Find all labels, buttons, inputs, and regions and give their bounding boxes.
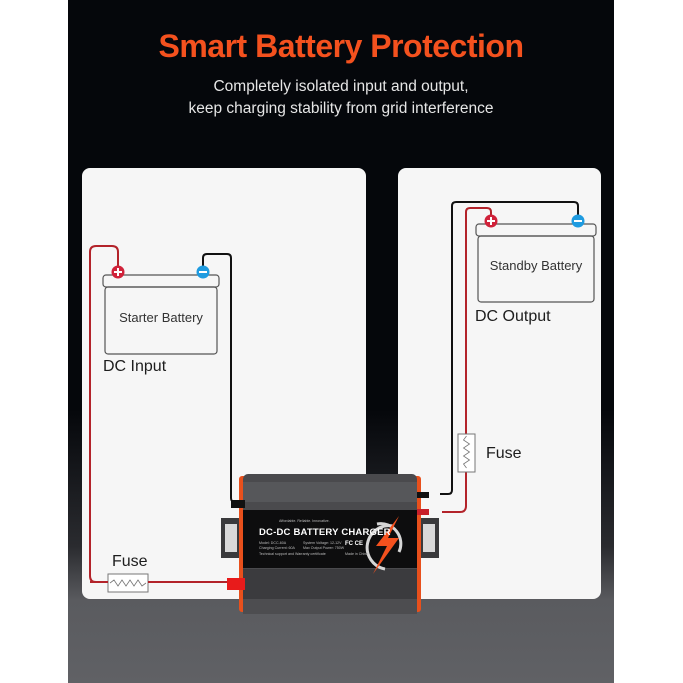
charger-product-name: DC-DC BATTERY CHARGER (259, 527, 391, 538)
negative-terminal-icon (196, 265, 210, 279)
subtitle-line-1: Completely isolated input and output, (213, 78, 469, 95)
charger-body (221, 474, 439, 614)
lightning-bolt-icon (365, 516, 403, 574)
charger-footer: Technical support and Warranty certifica… (259, 552, 326, 556)
charger-tagline: Affordable. Reliable. Innovative. (279, 519, 330, 523)
charger-made-in: Made in China (345, 552, 369, 556)
output-positive-wire (465, 207, 492, 434)
standby-battery-label: Standby Battery (489, 258, 583, 273)
input-fuse-icon (107, 573, 149, 593)
positive-terminal-icon (484, 214, 498, 228)
input-fuse-label: Fuse (112, 553, 148, 570)
dc-input-label: DC Input (103, 358, 167, 375)
charger-spec-model: Model: DCC-60A (259, 541, 287, 545)
output-fuse-icon (457, 433, 476, 473)
input-positive-wire (89, 245, 220, 583)
positive-terminal-icon (111, 265, 125, 279)
charger-spec-power: Max Output Power: 750W (303, 546, 345, 550)
page-title: Smart Battery Protection (158, 28, 524, 64)
subtitle-line-2: keep charging stability from grid interf… (188, 100, 494, 117)
starter-battery-icon (102, 274, 220, 355)
wiring-diagram (89, 201, 597, 593)
negative-terminal-icon (571, 214, 585, 228)
charger-spec-current: Charging Current: 60A (259, 546, 295, 550)
charger-spec-voltage: System Voltage: 12-12V (303, 541, 342, 545)
output-negative-wire (440, 201, 579, 495)
starter-battery-label: Starter Battery (119, 310, 203, 325)
diagram-canvas: Smart Battery Protection Completely isol… (68, 0, 614, 683)
dc-output-label: DC Output (475, 308, 551, 325)
input-negative-wire (202, 253, 243, 503)
dc-dc-battery-charger: Affordable. Reliable. Innovative. DC-DC … (221, 474, 439, 614)
subtitle: Completely isolated input and output, ke… (68, 76, 614, 120)
standby-battery-icon (475, 223, 597, 303)
charger-certifications: FC CE (345, 541, 363, 547)
output-fuse-label: Fuse (486, 445, 522, 462)
